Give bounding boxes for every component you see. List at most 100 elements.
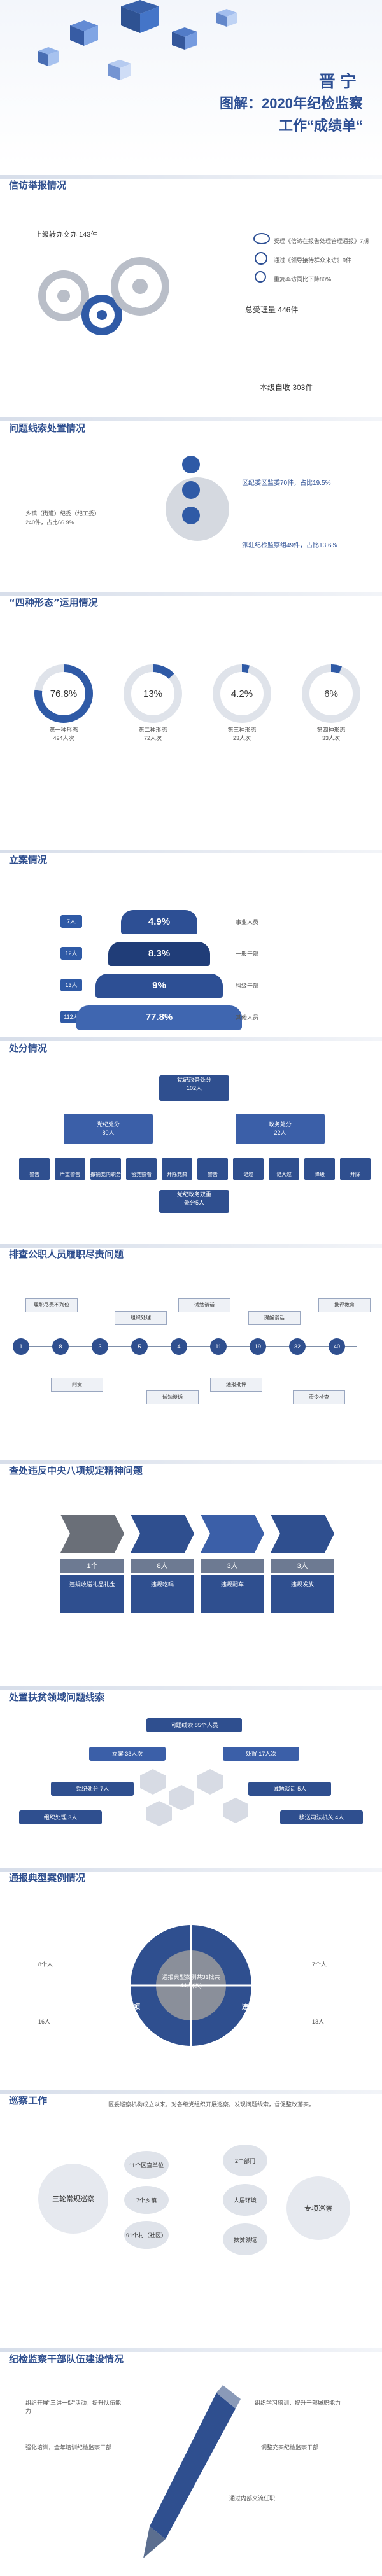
case-layer: 4.9% (121, 910, 197, 934)
form-pct: 76.8% (50, 689, 78, 699)
punish-top: 党纪政务处分 102人 (159, 1075, 229, 1101)
header-title: 晋 宁 (318, 72, 357, 91)
patrol-left-item: 11个区直单位 (124, 2151, 169, 2179)
header-subtitle: 图解：2020年纪检监察 (220, 95, 363, 111)
section-title-petition: 信访举报情况 (9, 179, 67, 191)
patrol-right-item: 扶贫领域 (223, 2223, 267, 2255)
team-text-4: 调整充实纪检监察干部 (261, 2444, 319, 2451)
punish-bottom-value: 处分5人 (183, 1200, 204, 1206)
punish-item: 警告 (19, 1158, 50, 1180)
petition-upper: 上级转办交办 143件 (35, 231, 98, 239)
punish-item: 降级 (304, 1158, 335, 1180)
poverty-top: 问题线索 85个人员 (146, 1718, 242, 1732)
duty-top-box: 组织处理 (115, 1311, 167, 1325)
eight-label: 违规吃喝 (131, 1575, 194, 1613)
pen-illustration (143, 2385, 241, 2558)
section-bar (0, 850, 382, 853)
team-text-1: 组织开展“三讲一促”活动，提升队伍能力 (25, 2400, 121, 2414)
team-text-5: 通过内部交流任职 (229, 2495, 276, 2502)
eight-count: 1个 (60, 1559, 124, 1573)
case-right-label: 一般干部 (236, 951, 259, 957)
punish-left: 党纪处分 80人 (64, 1114, 153, 1144)
duty-bottom-box: 问责 (51, 1378, 103, 1392)
section-title-poverty: 处置扶贫领域问题线索 (9, 1691, 105, 1703)
eight-count: 8人 (131, 1559, 194, 1573)
section-bar (0, 592, 382, 596)
punish-right: 政务处分 22人 (236, 1114, 325, 1144)
punish-top-label: 党纪政务处分 (176, 1077, 211, 1083)
eight-arrow (131, 1515, 194, 1553)
case-left-badge: 7人 (60, 915, 82, 928)
typical-wheel (131, 1925, 251, 2046)
eight-count: 3人 (201, 1559, 264, 1573)
duty-node: 4 (171, 1338, 187, 1355)
duty-node: 5 (131, 1338, 148, 1355)
poverty-hexagons (140, 1769, 248, 1826)
eight-arrow (271, 1515, 334, 1553)
typical-right-2: 违反组织纪律 (242, 2004, 280, 2011)
section-bar (0, 2090, 382, 2094)
form-count: 424人次 (53, 735, 74, 741)
patrol-right-item: 人居环境 (223, 2184, 267, 2216)
duty-node: 3 (92, 1338, 108, 1355)
poverty-left-2: 组织处理 3人 (19, 1810, 102, 1824)
petition-legend-3: 重复率访同比下降80% (274, 276, 332, 283)
clues-right-2: 派驻纪检监察组49件，占比13.6% (242, 542, 337, 549)
gears-illustration (38, 257, 169, 335)
punish-left-label: 党纪处分 (96, 1121, 120, 1128)
section-bar (0, 2348, 382, 2352)
duty-node: 8 (52, 1338, 69, 1355)
punish-right-label: 政务处分 (268, 1121, 292, 1128)
donut-arc (302, 664, 360, 723)
typical-center: 通报典型案例共31批共44人(次) (162, 1974, 220, 1989)
typical-left-1: 扶贫领域 (108, 1947, 134, 1954)
duty-bottom-box: 诫勉谈话 (146, 1390, 199, 1404)
cubes-illustration (38, 0, 237, 80)
punish-item: 记过 (233, 1158, 264, 1180)
clues-left: 乡镇（街道）纪委（纪工委） (25, 510, 101, 517)
punish-bottom: 党纪政务双重 处分5人 (159, 1190, 229, 1213)
typical-side-right-1: 7个人 (312, 1961, 327, 1968)
section-title-forms: “四种形态”运用情况 (9, 597, 98, 608)
clock-icon (255, 252, 267, 265)
section-bar (0, 1037, 382, 1041)
patrol-center-left-label: 三轮常规巡察 (52, 2195, 94, 2203)
punish-bottom-label: 党纪政务双重 (176, 1191, 211, 1198)
duty-node: 32 (289, 1338, 306, 1355)
patrol-center-right: 专项巡察 (286, 2176, 350, 2240)
patrol-center-right-label: 专项巡察 (304, 2205, 332, 2213)
section-title-typical: 通报典型案例情况 (9, 1872, 86, 1884)
punish-item: 警告 (197, 1158, 228, 1180)
section-title-team: 纪检监察干部队伍建设情况 (9, 2353, 124, 2365)
clues-right-1: 区纪委区监委70件，占比19.5% (242, 480, 331, 487)
duty-bottom-box: 责令检查 (293, 1390, 345, 1404)
case-left-badge: 13人 (60, 979, 82, 991)
form-label: 第一种形态 (49, 727, 78, 733)
duty-node: 40 (329, 1338, 345, 1355)
case-right-label: 科级干部 (236, 983, 259, 989)
typical-side-left-1: 8个人 (38, 1961, 53, 1968)
eye-icon (253, 233, 270, 244)
petition-legend-2: 通过《领导接待群众来访》9件 (274, 257, 352, 263)
section-bar (0, 417, 382, 421)
patrol-right-item: 2个部门 (223, 2145, 267, 2176)
typical-side-right-2: 13人 (312, 2019, 325, 2025)
typical-side-left-2: 16人 (38, 2019, 51, 2025)
case-left-badge: 12人 (60, 947, 82, 960)
section-title-eight: 查处违反中央八项规定精神问题 (9, 1465, 143, 1476)
section-bar (0, 1460, 382, 1464)
case-layer: 77.8% (76, 1005, 242, 1030)
duty-top-box: 诫勉谈话 (178, 1298, 230, 1312)
duty-top-box: 提醒谈话 (248, 1311, 301, 1325)
eight-arrow (201, 1515, 264, 1553)
clues-circles (166, 456, 229, 541)
section-bar (0, 1686, 382, 1690)
poverty-right-1: 诫勉谈话 5人 (248, 1782, 331, 1796)
eight-count: 3人 (271, 1559, 334, 1573)
eight-label: 违规收送礼品礼金 (60, 1575, 124, 1613)
punish-item: 严重警告 (55, 1158, 85, 1180)
form-count: 33人次 (322, 735, 340, 741)
typical-left-2: 违反中央八项规定 (102, 2004, 140, 2020)
poverty-mid-2: 处置 17人次 (223, 1747, 299, 1761)
